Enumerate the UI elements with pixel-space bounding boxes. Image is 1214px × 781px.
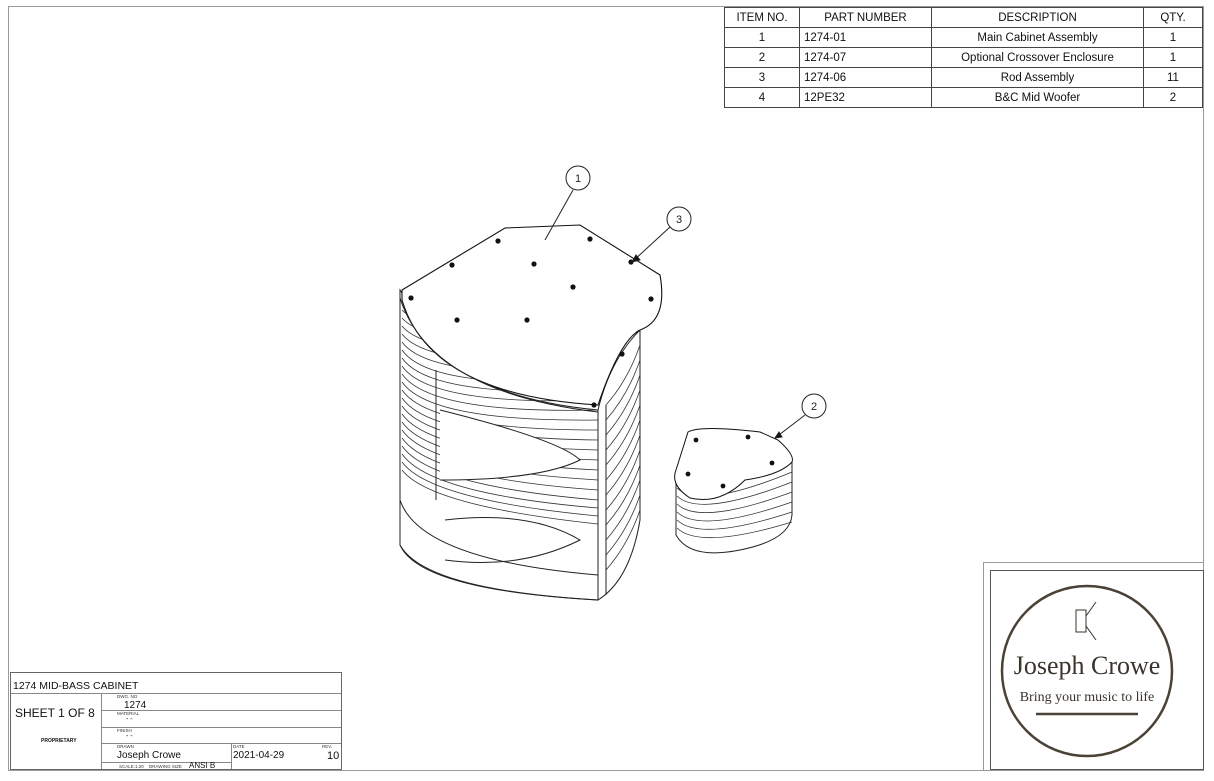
balloon-3	[630, 206, 692, 263]
bom-description: Main Cabinet Assembly	[931, 27, 1144, 48]
bom-part-number: 12PE32	[799, 87, 932, 108]
bom-qty: 2	[1143, 87, 1203, 108]
logo-name: Joseph Crowe	[1014, 651, 1161, 680]
balloon-3-label: 3	[676, 214, 682, 226]
crossover-enclosure	[674, 428, 793, 554]
bom-description: B&C Mid Woofer	[931, 87, 1144, 108]
finish-label: FINISH	[117, 728, 132, 733]
logo-ring	[1000, 584, 1174, 758]
proprietary-label: PROPRIETARY	[41, 738, 77, 744]
drawing-sheet-border	[8, 6, 1204, 771]
date-value: 2021-04-29	[233, 750, 285, 761]
bom-header-qty: QTY.	[1143, 7, 1203, 28]
material-label: MATERIAL	[117, 711, 140, 716]
balloon-2	[773, 393, 827, 439]
bom-item-no: 4	[724, 87, 800, 108]
bill-of-materials-table: ITEM NO. PART NUMBER DESCRIPTION QTY. 1 …	[724, 7, 1203, 108]
drawing-size-value: ANSI B	[189, 761, 216, 770]
rev-value: 10	[327, 750, 340, 762]
cabinet-layers-right	[605, 344, 641, 571]
balloon-1-label: 1	[575, 173, 581, 185]
speaker-k-icon	[1075, 601, 1097, 641]
drawing-size-label: DRAWING SIZE	[149, 764, 182, 769]
date-label: DATE	[233, 744, 245, 749]
table-row: 2 1274-07 Optional Crossover Enclosure 1	[724, 47, 1203, 68]
drawing-title: 1274 MID-BASS CABINET	[13, 680, 139, 692]
scale-value: SCALE:1:20	[119, 764, 144, 769]
finish-value: - -	[126, 733, 133, 740]
main-cabinet-assembly	[399, 224, 663, 601]
logo-panel-inner	[990, 570, 1204, 770]
table-row: 1 1274-01 Main Cabinet Assembly 1	[724, 27, 1203, 48]
drawn-label: DRAWN	[117, 744, 134, 749]
dwg-no-label: DWG. NO.	[117, 694, 139, 699]
table-row: 4 12PE32 B&C Mid Woofer 2	[724, 87, 1203, 108]
drawn-by-value: Joseph Crowe	[117, 750, 181, 761]
title-block: 1274 MID-BASS CABINET SHEET 1 OF 8 PROPR…	[10, 672, 342, 770]
crossover-rod-holes	[685, 434, 775, 489]
balloon-1	[544, 165, 591, 241]
joseph-crowe-logo: Joseph Crowe Bring your music to life	[1000, 584, 1174, 758]
sheet-number: SHEET 1 OF 8	[15, 706, 95, 720]
rev-label: REV.	[322, 744, 333, 749]
table-row: 3 1274-06 Rod Assembly 11	[724, 67, 1203, 88]
dwg-no-value: 1274	[124, 700, 147, 711]
material-value: - -	[126, 716, 133, 723]
logo-tagline: Bring your music to life	[1020, 690, 1155, 705]
balloon-2-label: 2	[811, 401, 817, 413]
